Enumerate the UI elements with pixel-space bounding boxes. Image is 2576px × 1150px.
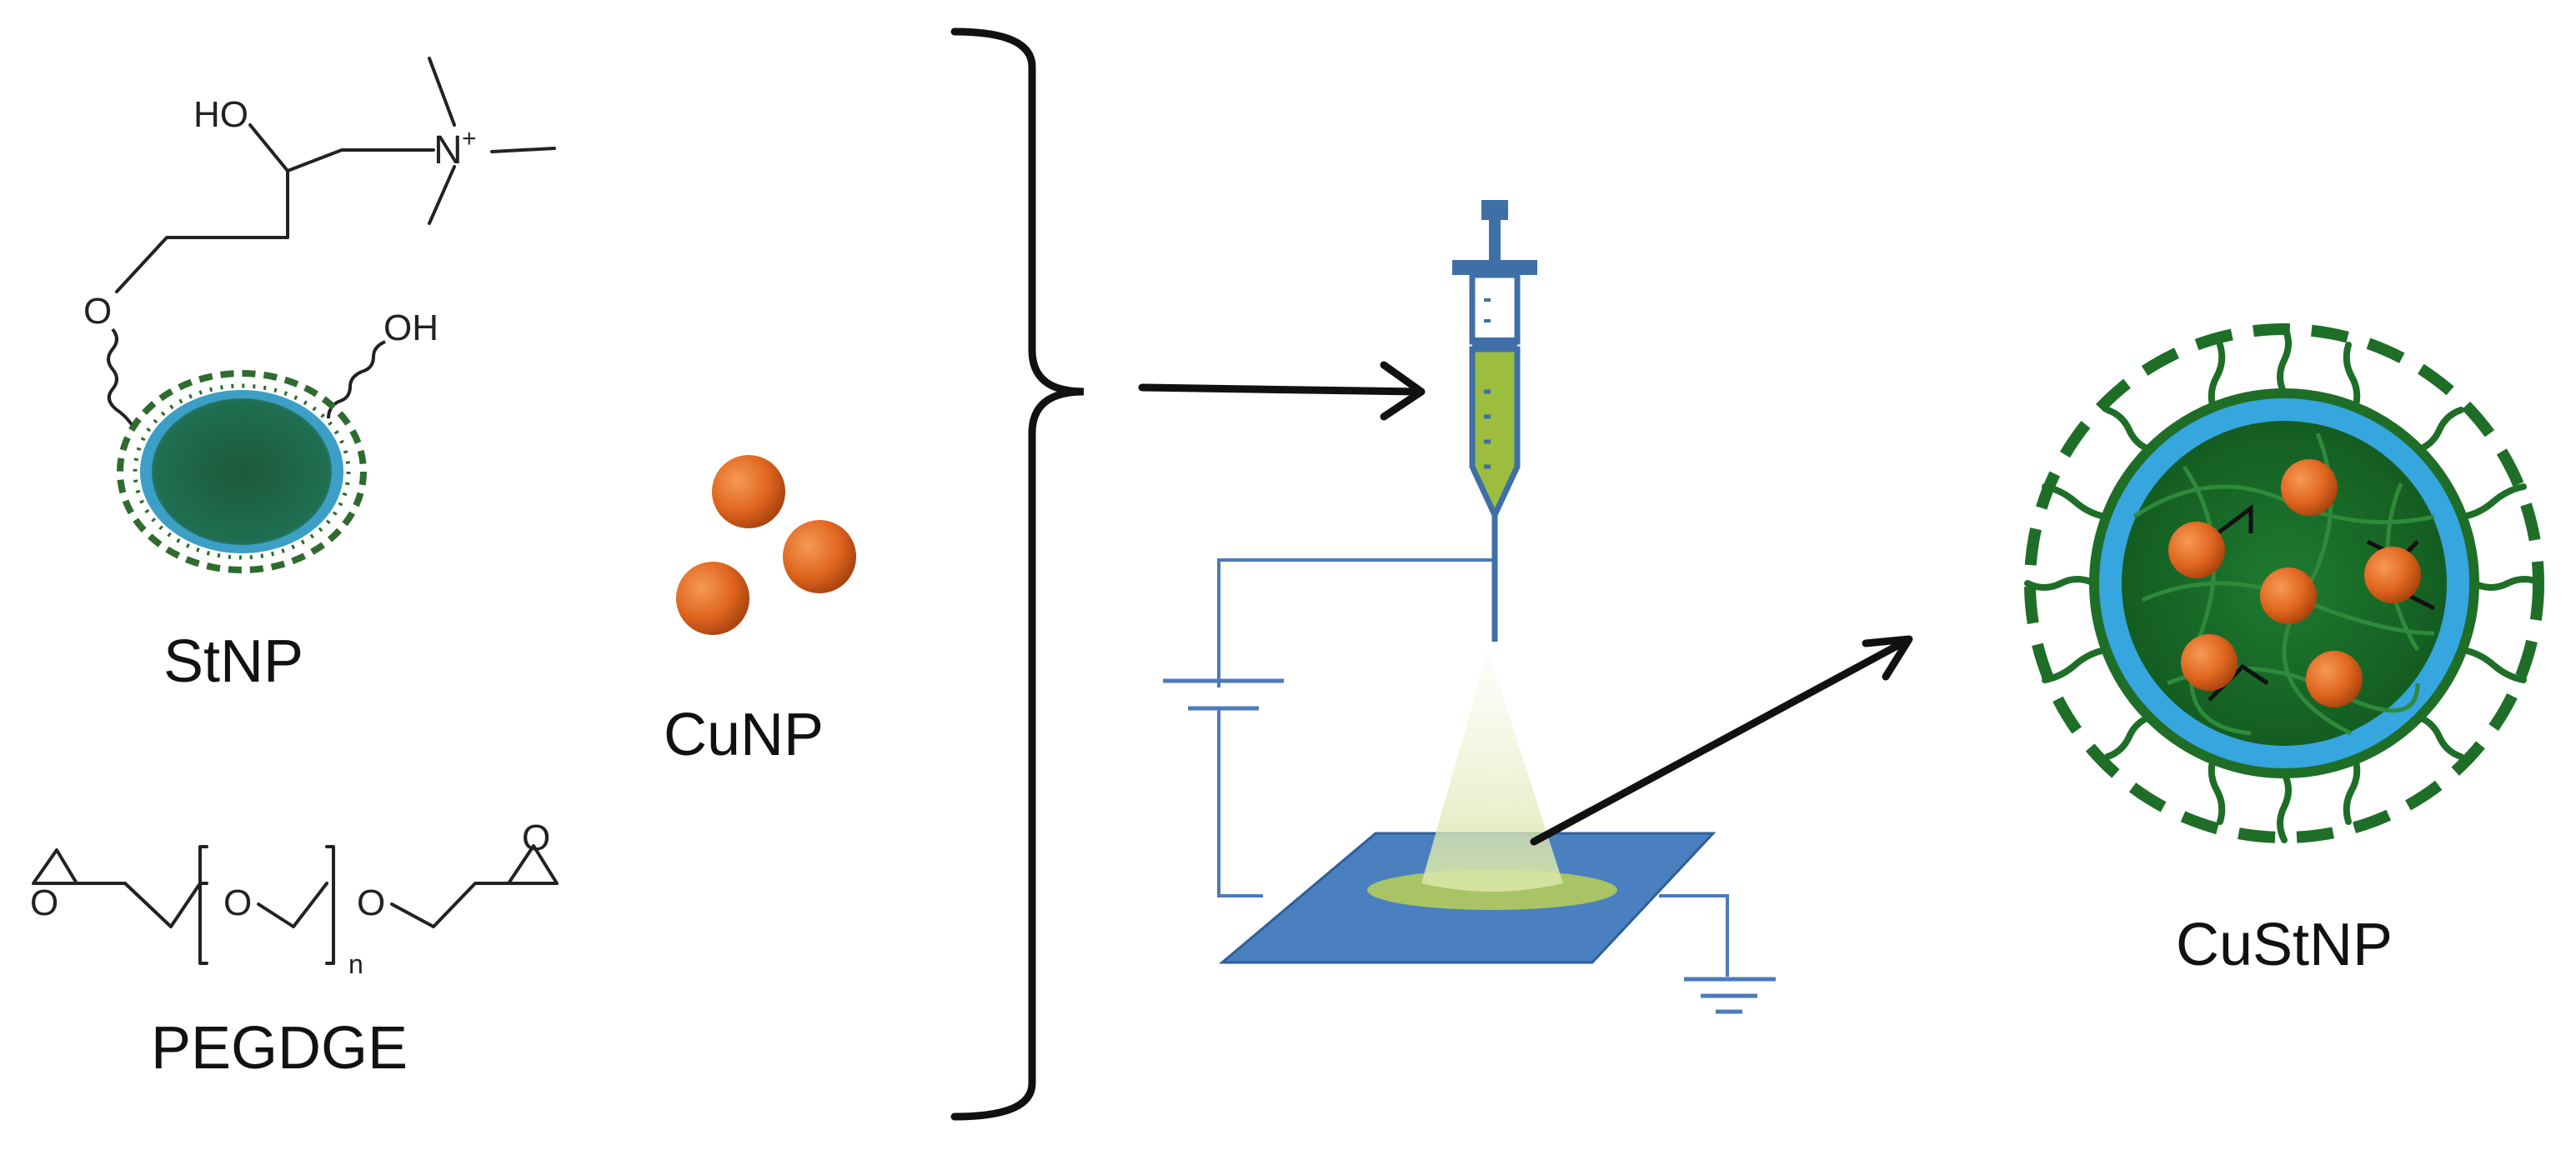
epoxide-oxygen-right: O xyxy=(522,818,550,858)
wavy-bond xyxy=(107,328,134,428)
surface-chains xyxy=(2024,323,2544,843)
pegdge-structure: O O n O O PEGDGE xyxy=(30,818,559,1082)
arrow-to-syringe xyxy=(1138,361,1426,421)
copper-particle xyxy=(2181,634,2238,691)
copper-particle xyxy=(2364,547,2421,603)
repeat-subscript-n: n xyxy=(348,949,363,979)
arrow-to-custnp xyxy=(1530,635,1913,846)
ammonium-label-n: N xyxy=(434,128,463,172)
bond xyxy=(248,123,289,239)
bracket-left xyxy=(198,845,208,965)
epoxide-oxygen: O xyxy=(30,882,58,923)
copper-particle xyxy=(2281,459,2338,516)
peg-oxygen-end: O xyxy=(357,882,385,923)
bond xyxy=(75,882,208,928)
custnp-particle: CuStNP xyxy=(2024,323,2544,978)
wire xyxy=(1217,558,1492,688)
copper-particle xyxy=(2260,568,2317,624)
wavy-bond xyxy=(327,340,386,419)
copper-particle xyxy=(676,562,749,635)
ether-oxygen-label: O xyxy=(83,291,112,332)
wire xyxy=(1217,708,1263,898)
copper-particle xyxy=(2168,522,2225,578)
syringe-icon xyxy=(1452,200,1537,642)
bond xyxy=(286,148,435,172)
copper-particle xyxy=(2306,651,2363,708)
hydroxyl-label-oh: OH xyxy=(383,308,439,348)
custnp-label: CuStNP xyxy=(2176,912,2393,978)
hydroxyl-label-ho: HO xyxy=(193,94,248,135)
pegdge-label: PEGDGE xyxy=(151,1015,408,1082)
copper-particle xyxy=(712,455,785,528)
epoxide-ring xyxy=(32,848,78,885)
peg-oxygen: O xyxy=(223,882,252,923)
bond xyxy=(257,882,328,928)
copper-nanoparticles: CuNP xyxy=(664,455,856,768)
embedded-copper-particles xyxy=(2168,459,2421,708)
epoxide-ring xyxy=(507,844,559,885)
stnp-label: StNP xyxy=(163,628,303,695)
stnp-structure: HO N + O OH StNP xyxy=(83,57,556,695)
starch-nanoparticle-small xyxy=(117,370,367,573)
ammonium-charge: + xyxy=(462,125,477,152)
bond xyxy=(390,882,510,928)
grouping-bracket xyxy=(950,28,1085,1121)
electrospray-setup xyxy=(1163,200,1776,1014)
cunp-label: CuNP xyxy=(664,702,824,768)
bond xyxy=(428,165,456,225)
bond xyxy=(115,236,289,293)
bracket-right xyxy=(325,845,335,965)
ground-icon xyxy=(1684,977,1776,1014)
wire xyxy=(1659,894,1729,977)
bond xyxy=(490,147,556,153)
copper-particle xyxy=(783,520,856,593)
bond xyxy=(428,57,456,127)
spray-cone xyxy=(1421,650,1563,892)
